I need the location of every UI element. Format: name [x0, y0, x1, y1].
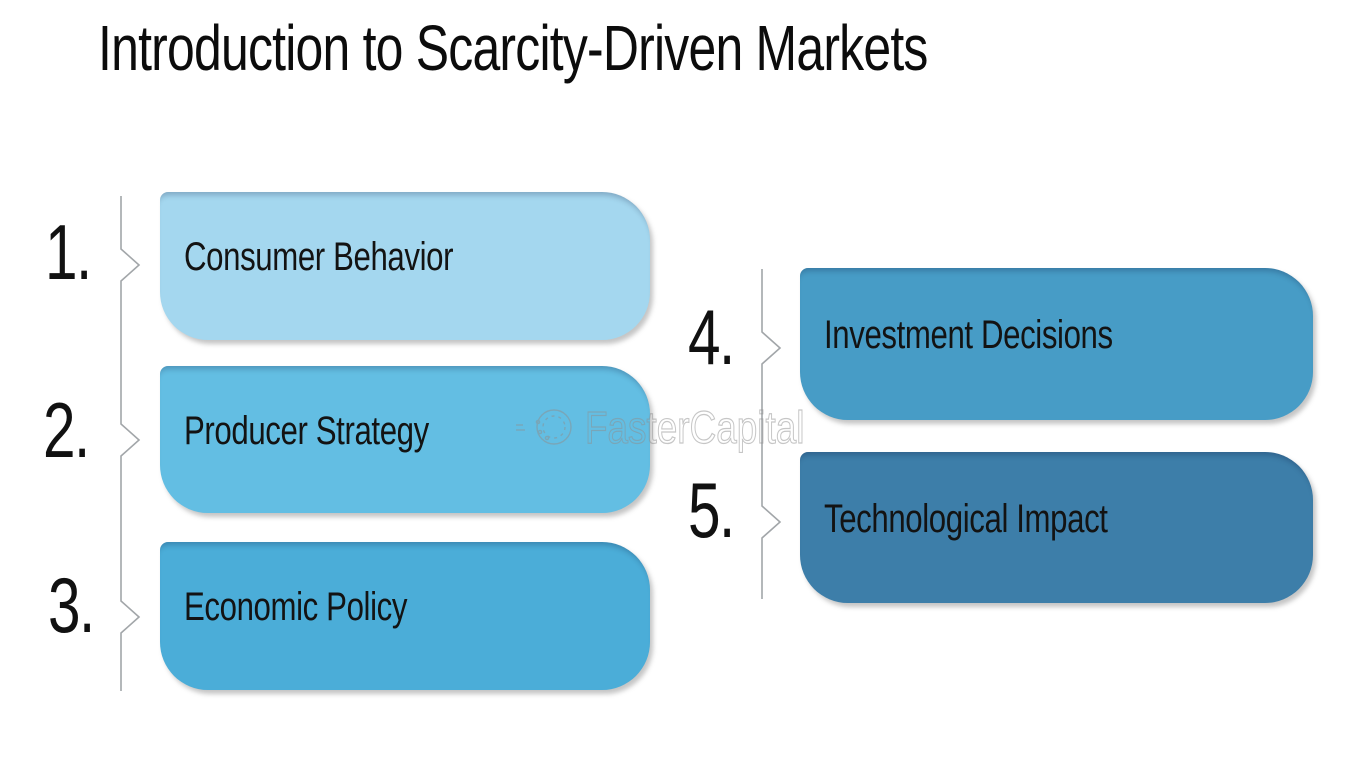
topic-box-consumer-behavior: Consumer Behavior — [160, 192, 650, 340]
topic-box-investment-decisions: Investment Decisions — [800, 268, 1313, 420]
item-number-1: 1. — [45, 208, 92, 296]
page-title-text: Introduction to Scarcity-Driven Markets — [98, 12, 928, 84]
item-number-2: 2. — [43, 386, 90, 474]
topic-label: Consumer Behavior — [184, 235, 454, 279]
item-number-5: 5. — [688, 466, 735, 554]
topic-label: Producer Strategy — [184, 408, 429, 453]
topic-label: Investment Decisions — [824, 313, 1113, 357]
topic-box-technological-impact: Technological Impact — [800, 452, 1313, 603]
topic-label: Technological Impact — [824, 496, 1108, 541]
topic-label: Economic Policy — [184, 585, 408, 629]
item-number-3: 3. — [48, 561, 95, 649]
left-bracket-line — [120, 196, 141, 691]
page-title: Introduction to Scarcity-Driven Markets — [98, 12, 1162, 86]
item-number-4: 4. — [688, 293, 735, 381]
right-bracket-line — [761, 269, 782, 599]
topic-box-producer-strategy: Producer Strategy — [160, 366, 650, 513]
topic-box-economic-policy: Economic Policy — [160, 542, 650, 690]
